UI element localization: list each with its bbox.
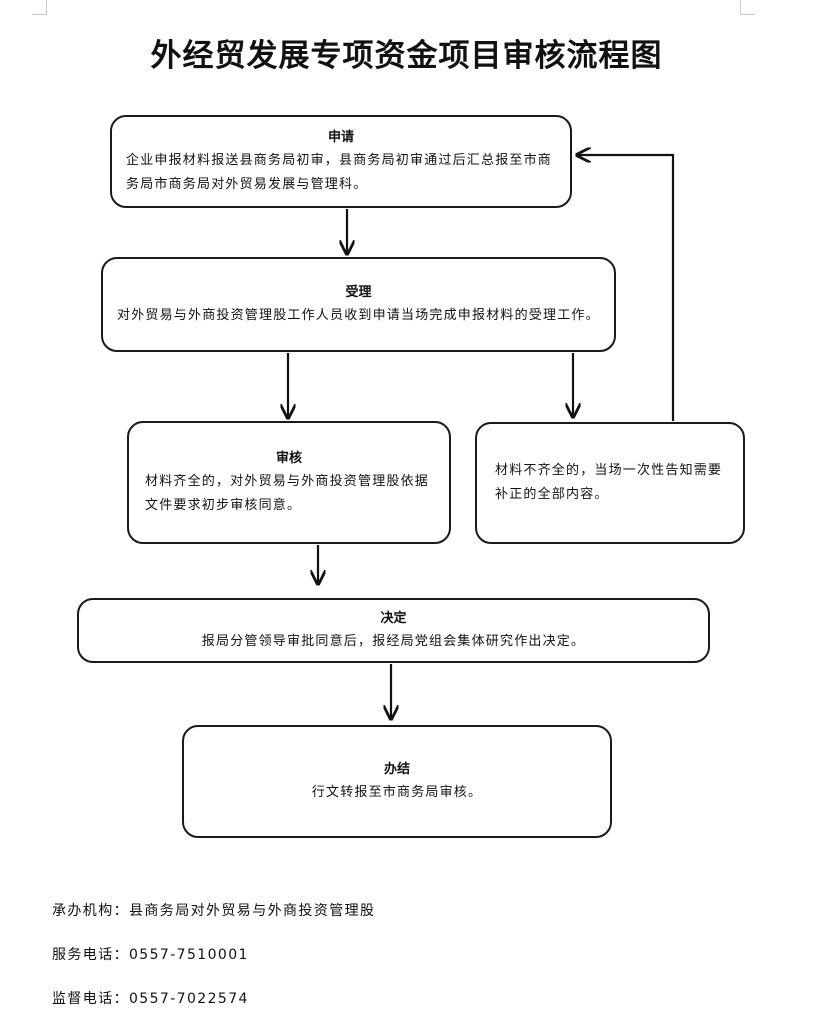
page-corner-mark-right [740,0,755,15]
step-accept-box: 受理 对外贸易与外商投资管理股工作人员收到申请当场完成申报材料的受理工作。 [101,257,616,352]
footer-supervise-label: 监督电话： [52,991,129,1007]
footer-supervise: 监督电话：0557-7022574 [52,988,249,1008]
footer-supervise-phone: 0557-7022574 [129,991,249,1007]
footer-agency-label: 承办机构： [52,903,129,919]
step-incomplete-text: 材料不齐全的，当场一次性告知需要补正的全部内容。 [495,463,723,502]
step-decide-text: 报局分管领导审批同意后，报经局党组会集体研究作出决定。 [201,634,586,649]
step-review-box: 审核 材料齐全的，对外贸易与外商投资管理股依据文件要求初步审核同意。 [127,421,451,544]
step-finish-heading: 办结 [383,762,410,777]
footer-service-label: 服务电话： [52,947,129,963]
step-incomplete-box: 材料不齐全的，当场一次性告知需要补正的全部内容。 [475,422,745,544]
footer-service: 服务电话：0557-7510001 [52,944,249,964]
page-corner-mark-left [32,0,47,15]
footer-agency: 承办机构：县商务局对外贸易与外商投资管理股 [52,900,375,920]
step-finish-box: 办结 行文转报至市商务局审核。 [182,725,612,838]
step-accept-text: 对外贸易与外商投资管理股工作人员收到申请当场完成申报材料的受理工作。 [117,308,600,323]
step-apply-heading: 申请 [327,130,354,145]
step-apply-text: 企业申报材料报送县商务局初审，县商务局初审通过后汇总报至市商务局市商务局对外贸易… [126,153,553,192]
footer-service-phone: 0557-7510001 [129,947,249,963]
step-finish-text: 行文转报至市商务局审核。 [311,785,483,800]
step-review-heading: 审核 [275,451,302,466]
arrow-incomplete-back-to-apply [577,155,675,421]
footer-agency-value: 县商务局对外贸易与外商投资管理股 [129,903,376,919]
step-accept-heading: 受理 [345,285,372,300]
step-decide-heading: 决定 [380,611,407,626]
page-title: 外经贸发展专项资金项目审核流程图 [150,38,663,74]
step-decide-box: 决定 报局分管领导审批同意后，报经局党组会集体研究作出决定。 [77,598,710,663]
step-apply-box: 申请 企业申报材料报送县商务局初审，县商务局初审通过后汇总报至市商务局市商务局对… [110,115,572,208]
step-review-text: 材料齐全的，对外贸易与外商投资管理股依据文件要求初步审核同意。 [145,474,430,513]
